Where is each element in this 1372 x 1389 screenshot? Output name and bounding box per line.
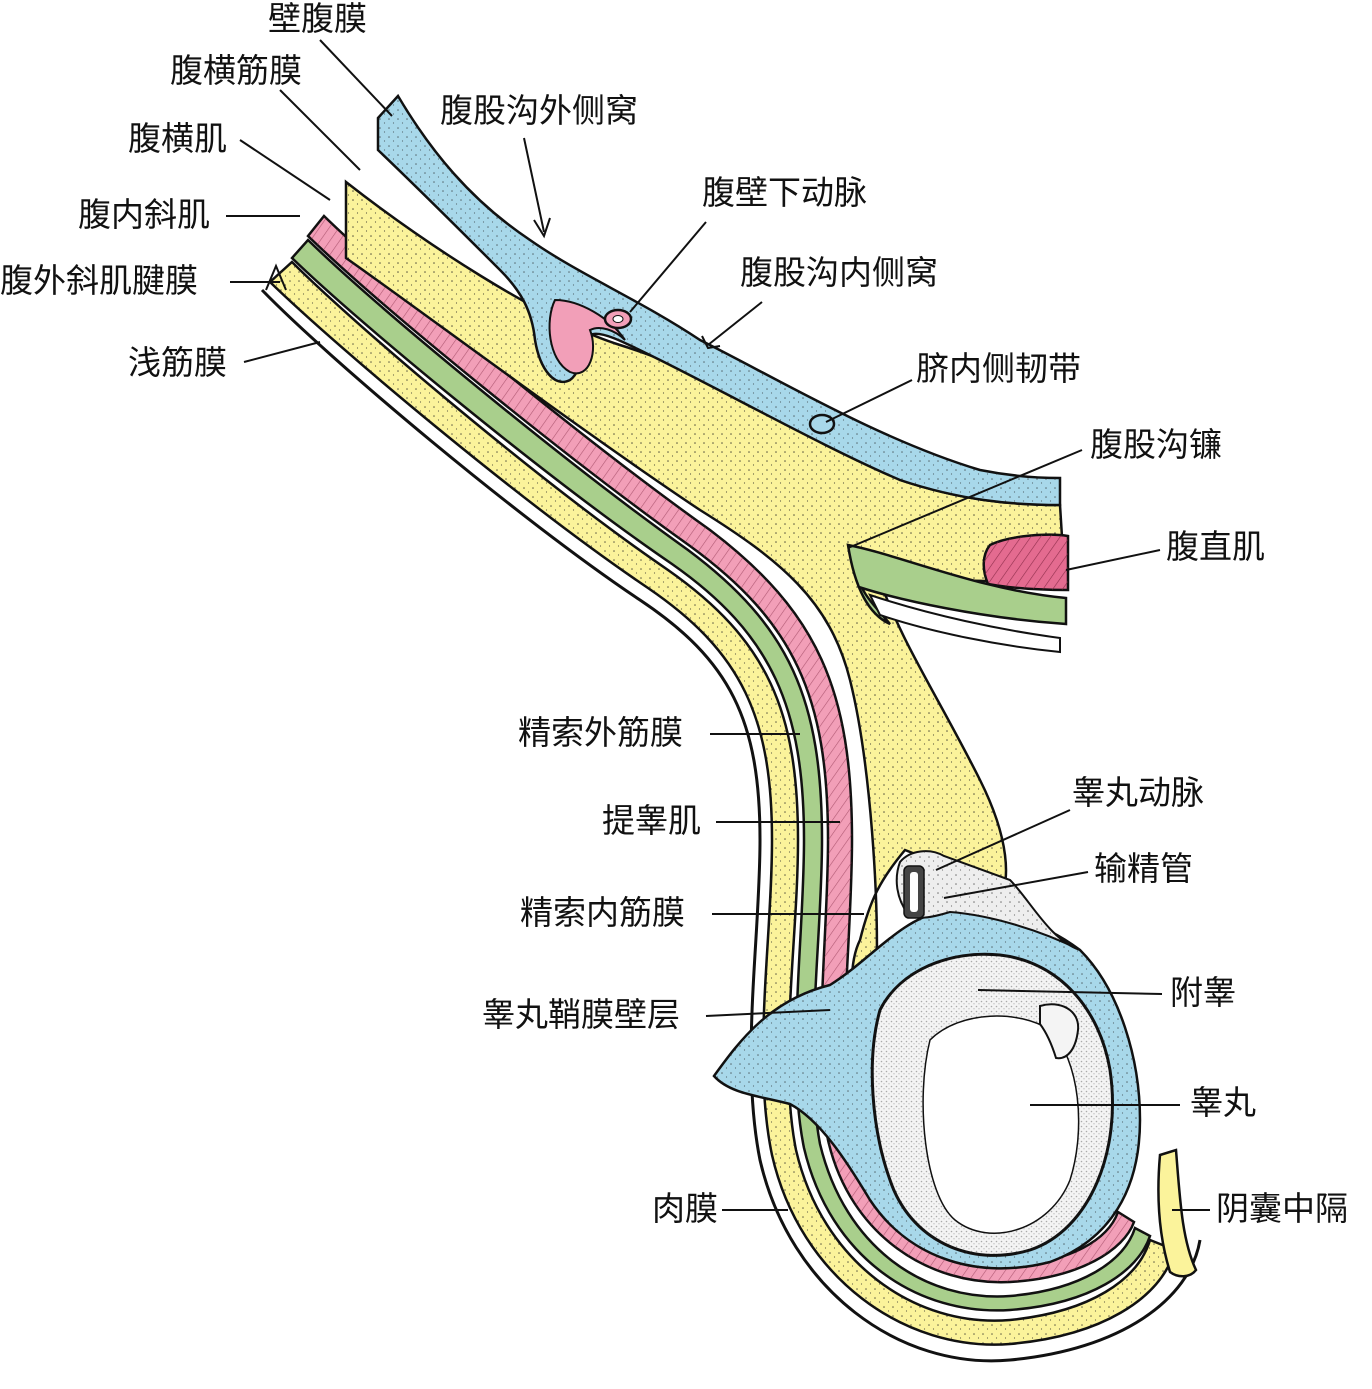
label-tunica-vaginalis-parietal: 睾丸鞘膜壁层 [482, 995, 680, 1034]
label-lateral-inguinal-fossa: 腹股沟外侧窝 [440, 91, 638, 130]
label-parietal-peritoneum: 壁腹膜 [268, 0, 367, 38]
label-ductus-deferens: 输精管 [1094, 849, 1193, 888]
medial-umbilical-ligament-shape [808, 413, 836, 435]
label-medial-umbilical-ligament: 脐内侧韧带 [916, 349, 1081, 388]
label-dartos: 肉膜 [652, 1189, 718, 1228]
label-medial-inguinal-fossa: 腹股沟内侧窝 [740, 253, 938, 292]
arrow-heads [265, 217, 721, 350]
label-external-spermatic-fascia: 精索外筋膜 [518, 713, 683, 752]
label-testis: 睾丸 [1190, 1083, 1256, 1122]
rectus-sheath [846, 543, 1068, 626]
ductus-lumen [910, 872, 918, 912]
label-internal-spermatic-fascia: 精索内筋膜 [520, 893, 685, 932]
label-rectus-abdominis: 腹直肌 [1166, 527, 1265, 566]
epididymis-shape [1039, 1003, 1080, 1060]
label-external-oblique-aponeurosis: 腹外斜肌腱膜 [0, 261, 198, 300]
label-epididymis: 附睾 [1170, 973, 1236, 1012]
label-scrotal-septum: 阴囊中隔 [1216, 1189, 1348, 1228]
leader-lines [226, 39, 1210, 1211]
label-transversalis-fascia: 腹横筋膜 [170, 51, 302, 90]
label-testicular-artery: 睾丸动脉 [1072, 773, 1204, 812]
label-cremaster: 提睾肌 [602, 801, 701, 840]
label-transversus-abdominis: 腹横肌 [128, 119, 227, 158]
cord-stipple [896, 851, 1080, 950]
label-inferior-epigastric-artery: 腹壁下动脉 [702, 173, 867, 212]
skin-outline [260, 288, 1202, 1363]
label-inguinal-falx: 腹股沟镰 [1090, 425, 1222, 464]
label-internal-oblique: 腹内斜肌 [78, 195, 210, 234]
testis-inner-body [922, 1015, 1080, 1234]
scrotal-septum-shape [1157, 1148, 1198, 1278]
external-oblique-layer [290, 238, 1152, 1312]
label-superficial-fascia: 浅筋膜 [128, 343, 227, 382]
artery-lumen [612, 315, 624, 323]
rectus-sheath-lower [868, 593, 1061, 654]
rectus-hatching [983, 534, 1068, 590]
